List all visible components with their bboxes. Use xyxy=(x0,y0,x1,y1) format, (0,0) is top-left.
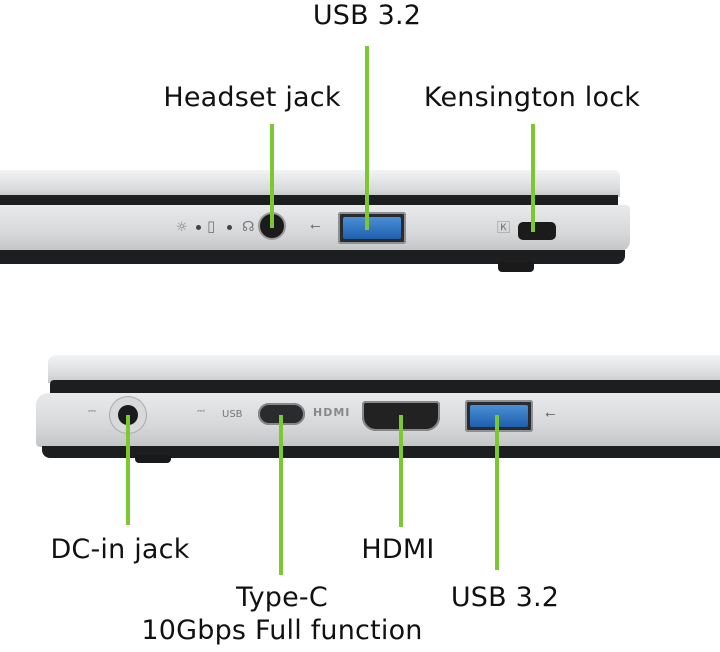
callout-line-kensington xyxy=(531,124,535,232)
callout-line-dc xyxy=(126,415,130,525)
hdmi-logo: HDMI xyxy=(313,406,351,419)
label-type-c: Type-C xyxy=(236,582,328,613)
usb-a-port xyxy=(465,400,533,432)
callout-line-hdmi xyxy=(399,415,403,527)
usb-c-logo: USB xyxy=(222,409,243,420)
label-usb-bottom: USB 3.2 xyxy=(450,582,560,613)
dc-symbol-icon: ⎓ xyxy=(88,406,96,417)
label-type-c-sub: 10Gbps Full function xyxy=(141,615,423,646)
usb-c-port xyxy=(258,403,305,425)
rubber-foot xyxy=(135,455,171,463)
led-indicator xyxy=(227,225,232,230)
dc-symbol-icon: ⎓ xyxy=(197,406,205,417)
label-usb-top: USB 3.2 xyxy=(312,0,422,31)
label-headset-jack: Headset jack xyxy=(163,82,341,113)
callout-line-typec xyxy=(279,415,283,575)
headset-icon: ☊ xyxy=(242,219,255,235)
callout-line-usb-top xyxy=(365,46,369,230)
usb-symbol-icon: ⭠ xyxy=(545,407,556,422)
usb-symbol-icon: ⭠ xyxy=(310,219,321,234)
battery-charge-icon: ▯ xyxy=(207,217,216,235)
usb-a-port xyxy=(338,212,406,244)
rubber-foot xyxy=(498,262,534,272)
led-indicator xyxy=(196,225,201,230)
power-light-icon: ☼ xyxy=(176,220,188,235)
callout-line-usb-bottom xyxy=(495,415,499,570)
callout-line-headset xyxy=(270,124,274,228)
label-kensington-lock: Kensington lock xyxy=(423,82,641,113)
label-dc-in-jack: DC-in jack xyxy=(50,534,190,565)
label-hdmi: HDMI xyxy=(361,534,435,565)
kensington-slot xyxy=(518,222,556,240)
lock-symbol-icon: 🄺 xyxy=(497,221,511,236)
